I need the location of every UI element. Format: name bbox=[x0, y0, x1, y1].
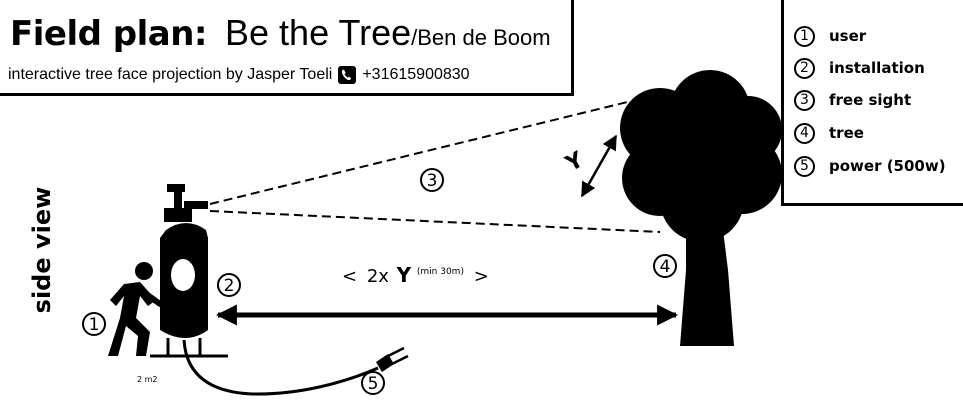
marker-user: 1 bbox=[83, 313, 105, 335]
marker-free-sight-number: 3 bbox=[427, 171, 438, 191]
marker-tree-number: 4 bbox=[660, 257, 671, 277]
tree-icon bbox=[620, 70, 782, 346]
sight-line-bottom bbox=[210, 211, 660, 232]
marker-tree: 4 bbox=[654, 255, 676, 277]
footprint-label: 2 m2 bbox=[137, 375, 158, 384]
marker-installation: 2 bbox=[218, 274, 240, 296]
distance-bracket-close: > bbox=[474, 266, 489, 287]
distance-bracket-open: < bbox=[342, 266, 357, 287]
face-height-arrow bbox=[582, 136, 616, 196]
face-height-indicator: Y bbox=[561, 136, 616, 196]
sight-lines bbox=[210, 96, 660, 232]
angle-variable: Y bbox=[561, 147, 589, 178]
marker-free-sight: 3 bbox=[421, 169, 443, 191]
distance-multiplier: 2x bbox=[367, 266, 389, 287]
distance-variable: Y bbox=[396, 263, 412, 287]
installation-icon bbox=[150, 184, 228, 356]
marker-power: 5 bbox=[362, 372, 384, 394]
marker-installation-number: 2 bbox=[224, 276, 235, 296]
distance-note: (min 30m) bbox=[417, 267, 464, 277]
distance-label: < 2x Y (min 30m) > bbox=[342, 258, 489, 287]
plug-icon bbox=[376, 354, 394, 372]
marker-user-number: 1 bbox=[89, 315, 100, 335]
marker-power-number: 5 bbox=[368, 374, 379, 394]
user-icon bbox=[108, 262, 160, 356]
